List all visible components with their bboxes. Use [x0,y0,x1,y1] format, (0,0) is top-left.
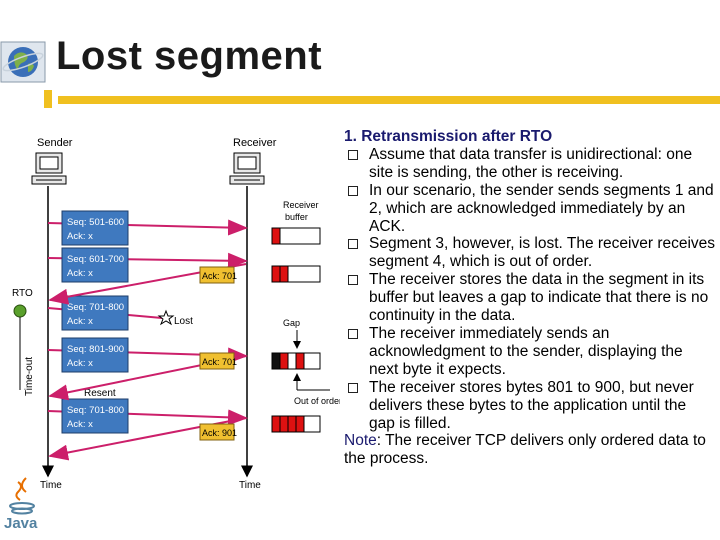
ack-box-1: Ack: 701 [199,266,237,284]
note-text: : The receiver TCP delivers only ordered… [344,432,706,468]
rto-timer-icon [13,304,27,318]
lost-star-icon [157,309,175,326]
segment-ack: Ack: x [67,231,93,242]
time-out-label: Time-out [24,357,35,396]
buffer-4 [271,415,321,433]
segment-seq: Seq: 501-600 [67,217,124,228]
segment-ack: Ack: x [67,316,93,327]
buffer-3 [271,352,321,370]
lost-segment-diagram: Sender Receiver Time Time RTO Time-out S… [12,137,340,491]
accent-bar-horizontal [58,96,720,104]
text-heading: 1. Retransmission after RTO [344,128,553,145]
receiver-buffer-label-2: buffer [285,212,308,222]
receiver-time-label: Time [239,480,261,491]
globe-logo-icon [0,41,46,83]
out-of-order-label: Out of order [294,396,340,406]
segment-box-4: Seq: 801-900 Ack: x [61,337,129,373]
segment-seq: Seq: 801-900 [67,344,124,355]
receiver-computer-icon [229,152,265,185]
slide-title: Lost segment [56,34,323,78]
segment-box-1: Seq: 501-600 Ack: x [61,210,129,246]
sender-label: Sender [37,137,73,149]
note: Note: The receiver TCP delivers only ord… [344,432,716,468]
java-label: Java [4,515,38,532]
bullet-text: The receiver immediately sends an acknow… [369,324,683,378]
bullet-text: In our scenario, the sender sends segmen… [369,181,714,235]
receiver-buffer-label: Receiver [283,200,319,210]
bullet-item: The receiver stores bytes 801 to 900, bu… [344,379,716,433]
bullet-item: Assume that data transfer is unidirectio… [344,146,716,182]
bullet-text: The receiver stores the data in the segm… [369,271,709,325]
accent-bar-vertical [44,90,52,108]
square-bullet-icon [348,275,358,286]
resent-label: Resent [84,388,116,399]
explanation-text: 1. Retransmission after RTO Assume that … [344,128,716,468]
square-bullet-icon [348,328,358,339]
segment-ack: Ack: x [67,419,93,430]
ack-label: Ack: 701 [202,271,237,281]
segment-box-2: Seq: 601-700 Ack: x [61,247,129,283]
ack-label: Ack: 901 [202,428,237,438]
segment-seq: Seq: 701-800 [67,302,124,313]
bullet-text: Segment 3, however, is lost. The receive… [369,235,716,271]
square-bullet-icon [348,382,358,393]
segment-box-3: Seq: 701-800 Ack: x [61,295,129,331]
bullet-item: The receiver stores the data in the segm… [344,271,716,325]
sender-time-label: Time [40,480,62,491]
segment-ack: Ack: x [67,268,93,279]
note-label: Note [344,432,377,450]
buffer-2 [271,265,321,283]
segment-seq: Seq: 701-800 [67,405,124,416]
buffer-1 [271,227,321,245]
square-bullet-icon [348,185,358,196]
ack-label: Ack: 701 [202,357,237,367]
square-bullet-icon [348,239,358,250]
bullet-item: In our scenario, the sender sends segmen… [344,182,716,236]
lost-label: Lost [174,316,193,327]
square-bullet-icon [348,149,358,160]
rto-label: RTO [12,288,33,299]
bullet-item: The receiver immediately sends an acknow… [344,325,716,379]
sender-computer-icon [31,152,67,185]
segment-ack: Ack: x [67,358,93,369]
java-logo-icon: Java [4,477,38,532]
receiver-label: Receiver [233,137,277,149]
segment-box-resent: Seq: 701-800 Ack: x [61,398,129,434]
segment-seq: Seq: 601-700 [67,254,124,265]
gap-label: Gap [283,318,300,328]
bullet-text: Assume that data transfer is unidirectio… [369,145,693,181]
ack-box-3: Ack: 901 [199,423,237,441]
bullet-item: Segment 3, however, is lost. The receive… [344,235,716,271]
ack-box-2: Ack: 701 [199,352,237,370]
bullet-text: The receiver stores bytes 801 to 900, bu… [369,378,694,432]
